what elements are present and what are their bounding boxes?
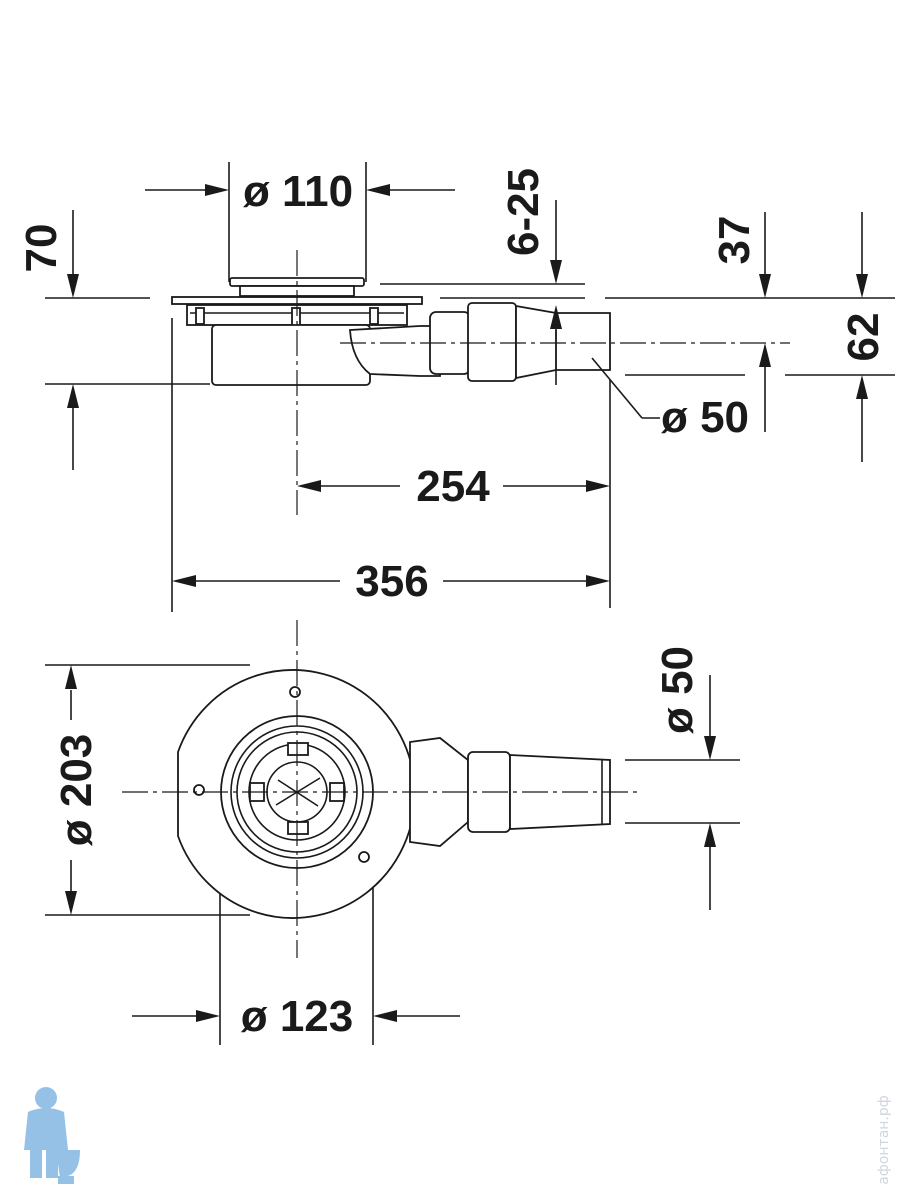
dim-grate-label: ø 123 <box>241 992 354 1041</box>
dim-flange-label: ø 203 <box>52 734 101 847</box>
drain-body-side <box>171 277 611 386</box>
watermark-text: афонтан.рф <box>876 1095 892 1184</box>
side-view: ø 110 70 6-25 37 62 ø 50 254 <box>17 162 895 612</box>
dim-outlet-axis-label: 37 <box>710 216 759 265</box>
dim-outlet-offset-label: 254 <box>416 462 490 511</box>
dim-overall-length-label: 356 <box>355 557 428 606</box>
dim-adjust-range-label: 6-25 <box>499 168 548 256</box>
plumber-mascot-logo <box>24 1087 80 1184</box>
dim-pipe-side-label: ø 50 <box>661 393 749 442</box>
dim-outlet-top-label: ø 110 <box>243 167 353 216</box>
top-view: ø 203 ø 50 ø 123 <box>45 620 740 1045</box>
dim-height-total-label: 70 <box>17 224 66 273</box>
dim-pipe-top-label: ø 50 <box>653 646 702 734</box>
dim-outlet-height-label: 62 <box>839 313 888 362</box>
